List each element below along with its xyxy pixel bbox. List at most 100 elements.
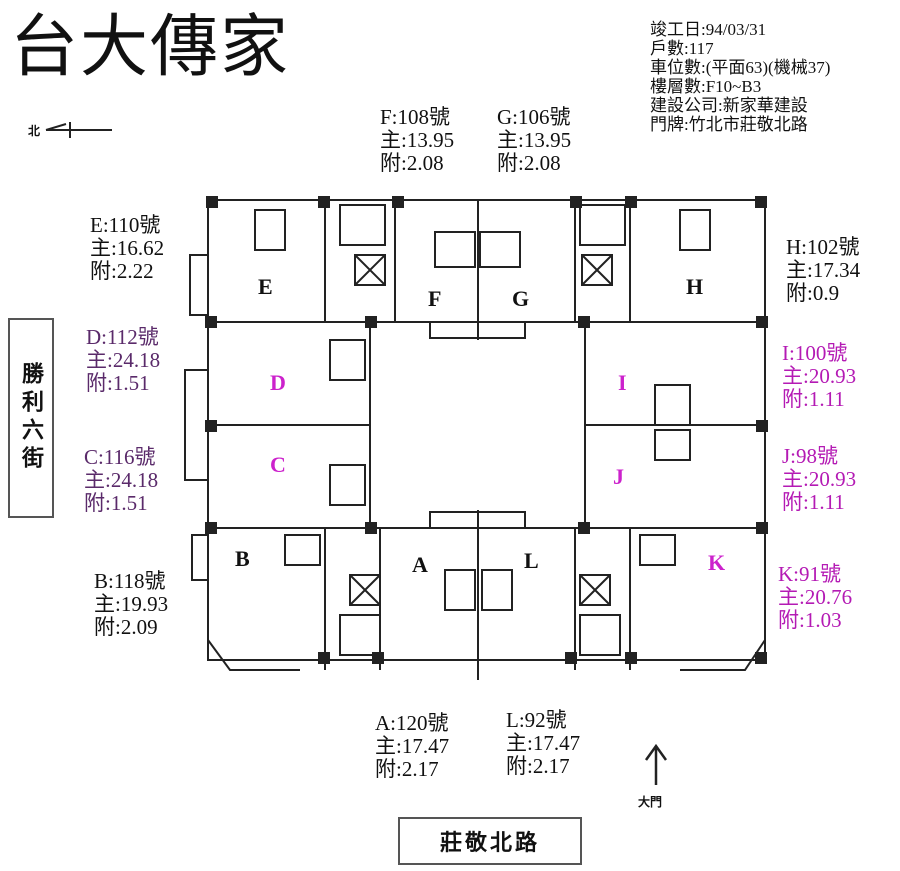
main-area: 主:17.34 [786,258,861,282]
column [570,196,582,208]
column [625,652,637,664]
aux-area: 附:2.08 [497,151,561,175]
column [756,316,768,328]
main-area: 主:24.18 [86,348,161,372]
unit-letter-a: A [412,552,428,577]
balcony [184,369,209,481]
aux-area: 附:1.11 [782,490,845,514]
column [372,652,384,664]
column [578,316,590,328]
column [755,652,767,664]
unit-number: J:98號 [782,444,839,468]
main-area: 主:20.76 [778,585,853,609]
elevator [349,574,381,606]
bathroom [679,209,711,251]
unit-number: K:91號 [778,562,841,586]
info-households: 戶數:117 [650,39,714,58]
aux-area: 附:0.9 [786,281,840,305]
unit-number: B:118號 [94,569,166,593]
unit-number: L:92號 [506,708,567,732]
unit-letter-i: I [618,370,627,395]
bathroom [254,209,286,251]
main-area: 主:13.95 [380,128,455,152]
north-arrow-icon [45,122,112,138]
info-completion-date: 竣工日:94/03/31 [650,20,767,39]
street-label-south: 莊敬北路 [398,817,582,865]
bathroom [284,534,321,566]
main-area: 主:13.95 [497,128,572,152]
gate-arrow-icon [644,743,668,785]
aux-area: 附:2.22 [90,259,154,283]
main-area: 主:19.93 [94,592,169,616]
unit-letter-h: H [686,274,704,299]
bathroom [481,569,513,611]
main-area: 主:24.18 [84,468,159,492]
aux-area: 附:2.17 [506,754,570,778]
bathroom [329,464,366,506]
elevator [354,254,386,286]
main-area: 主:16.62 [90,236,165,260]
info-builder: 建設公司:新家華建設 [650,96,808,115]
main-area: 主:17.47 [375,734,450,758]
unit-letter-f: F [428,286,442,311]
bathroom [639,534,676,566]
stair-core [579,614,621,656]
building-chamfer-bl [207,639,300,671]
column [756,522,768,534]
unit-letter-l: L [524,548,539,573]
aux-area: 附:1.51 [84,491,148,515]
bathroom [434,231,476,268]
bathroom [444,569,476,611]
column [755,196,767,208]
main-area: 主:17.47 [506,731,581,755]
north-label: 北 [28,124,41,138]
unit-letter-j: J [613,464,624,489]
unit-letter-b: B [235,546,250,571]
balcony [191,534,209,581]
unit-letter-g: G [512,286,530,311]
aux-area: 附:2.17 [375,757,439,781]
column [365,522,377,534]
main-area: 主:20.93 [782,364,857,388]
aux-area: 附:1.51 [86,371,150,395]
unit-number: A:120號 [375,711,449,735]
unit-number: H:102號 [786,235,860,259]
street-label-west: 勝利六街 [8,318,54,518]
aux-area: 附:2.09 [94,615,158,639]
main-area: 主:20.93 [782,467,857,491]
unit-letter-k: K [708,550,726,575]
column [365,316,377,328]
aux-area: 附:1.03 [778,608,842,632]
bathroom [479,231,521,268]
info-parking: 車位數:(平面63)(機械37) [650,58,831,77]
stair-core [339,614,381,656]
balcony [189,254,209,316]
unit-number: G:106號 [497,105,571,129]
balcony [429,321,526,339]
aux-area: 附:2.08 [380,151,444,175]
gate-label: 大門 [638,795,663,809]
street-name-west: 勝利六街 [18,362,44,474]
column [578,522,590,534]
building-info: 竣工日:94/03/31 戶數:117 車位數:(平面63)(機械37) 樓層數… [650,20,830,134]
unit-letter-d: D [270,370,286,395]
column [625,196,637,208]
balcony [429,511,526,529]
stair-core [339,204,386,246]
unit-letter-e: E [258,274,273,299]
info-floors: 樓層數:F10~B3 [650,77,762,96]
info-address: 門牌:竹北市莊敬北路 [650,115,808,134]
elevator [579,574,611,606]
column [318,652,330,664]
unit-number: E:110號 [90,213,161,237]
bathroom [329,339,366,381]
